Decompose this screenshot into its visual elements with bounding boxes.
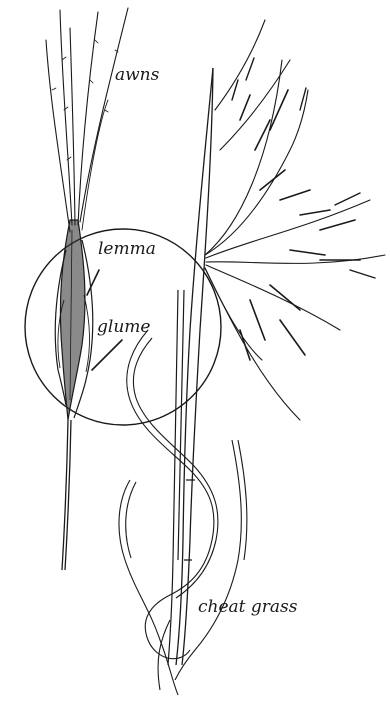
lemma-label: lemma bbox=[98, 239, 156, 259]
spikelet-stem bbox=[62, 420, 71, 570]
second-stem bbox=[168, 290, 184, 665]
spikelet-florets bbox=[55, 220, 93, 420]
spikelet-awns bbox=[46, 8, 128, 232]
main-stalk bbox=[176, 68, 213, 665]
plant-name-label: cheat grass bbox=[198, 597, 298, 617]
panicle bbox=[205, 20, 385, 420]
awns-label: awns bbox=[115, 65, 160, 85]
glume-label: glume bbox=[97, 317, 150, 337]
